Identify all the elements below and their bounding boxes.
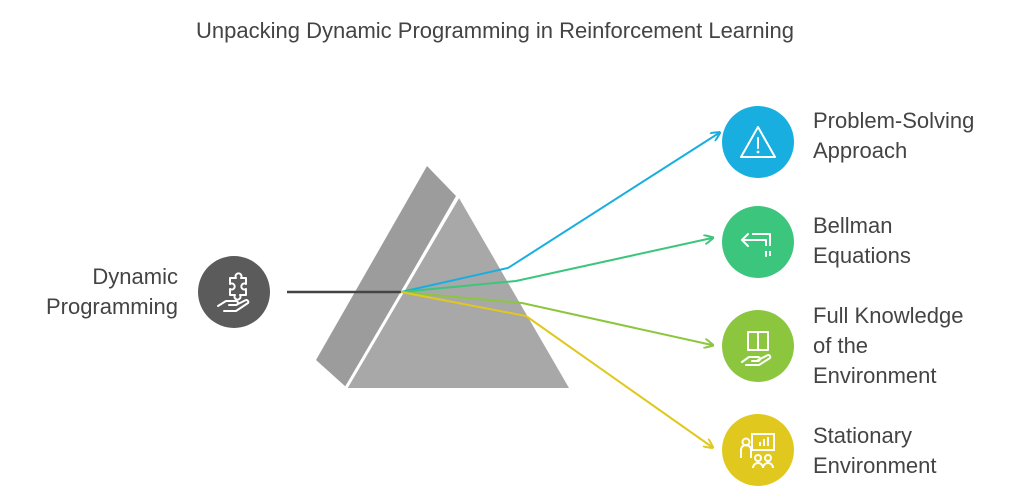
output-circle-stationary bbox=[722, 414, 794, 486]
output-circle-full-knowledge bbox=[722, 310, 794, 382]
input-label-line: Dynamic bbox=[92, 264, 178, 289]
arrow-return-icon bbox=[741, 233, 772, 257]
warning-triangle-icon bbox=[740, 126, 776, 158]
presentation-audience-icon bbox=[740, 433, 775, 469]
input-label-line: Programming bbox=[45, 294, 178, 319]
output-label-line: Stationary bbox=[813, 423, 913, 448]
beam-bellman bbox=[400, 238, 712, 293]
output-label-bellman: Bellman Equations bbox=[813, 211, 911, 271]
output-label-line: Environment bbox=[813, 363, 937, 388]
output-label-line: Full Knowledge bbox=[813, 303, 964, 328]
output-circle-bellman bbox=[722, 206, 794, 278]
output-label-line: of the bbox=[813, 333, 869, 358]
page-title: Unpacking Dynamic Programming in Reinfor… bbox=[196, 18, 794, 43]
output-label-stationary: Stationary Environment bbox=[813, 421, 937, 481]
beam-problem-solving bbox=[400, 133, 719, 293]
output-label-line: Equations bbox=[813, 243, 911, 268]
beam-stationary bbox=[400, 291, 712, 447]
prism-front-face bbox=[346, 198, 569, 388]
hand-puzzle-icon bbox=[217, 272, 250, 312]
output-label-line: Problem-Solving bbox=[813, 108, 975, 133]
output-label-line: Approach bbox=[813, 138, 908, 163]
hand-book-icon bbox=[741, 331, 772, 366]
prism-side-face bbox=[316, 166, 456, 387]
output-label-line: Environment bbox=[813, 453, 937, 478]
input-circle bbox=[198, 256, 270, 328]
input-label: Dynamic Programming bbox=[46, 262, 178, 322]
output-circle-problem-solving bbox=[722, 106, 794, 178]
output-label-full-knowledge: Full Knowledge of the Environment bbox=[813, 301, 963, 391]
output-label-line: Bellman bbox=[813, 213, 893, 238]
output-label-problem-solving: Problem-Solving Approach bbox=[813, 106, 974, 166]
beam-full-knowledge bbox=[400, 291, 712, 345]
